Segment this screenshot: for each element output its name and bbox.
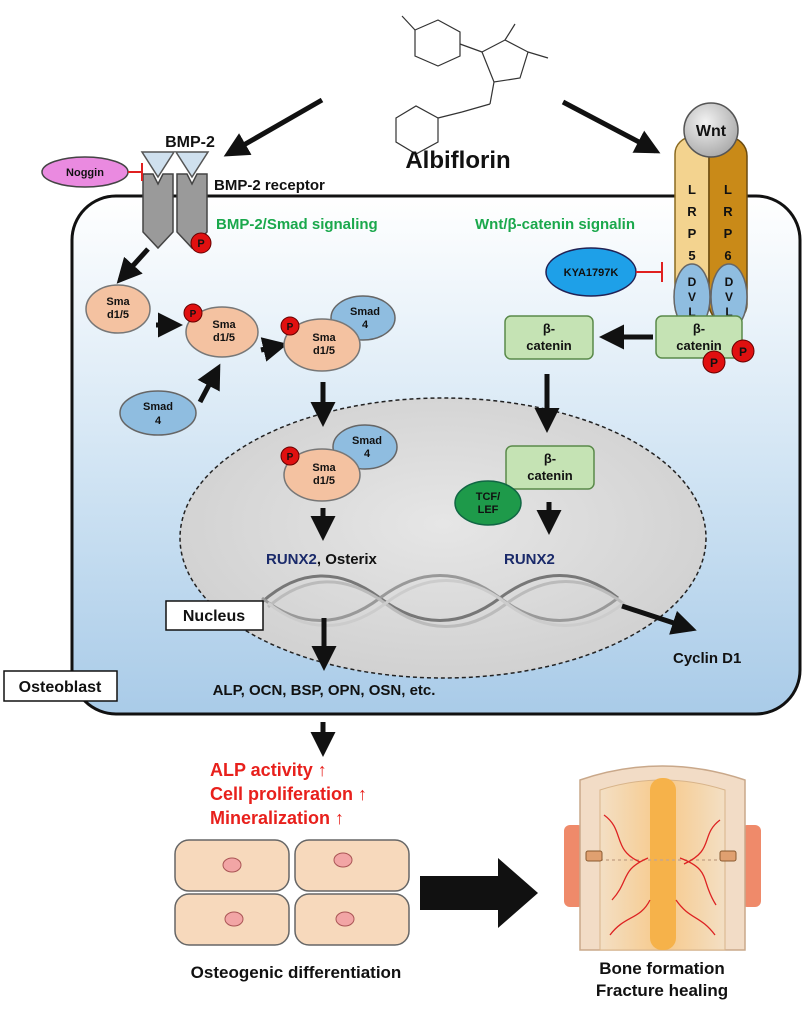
svg-text:Sma: Sma [106,296,130,308]
runx2-right: RUNX2 [504,551,555,568]
svg-text:catenin: catenin [676,338,722,353]
bcatenin-membrane: β- catenin P P [655,315,755,374]
runx2-left: RUNX2, Osterix [266,551,378,568]
dna-to-cyclin-arrow [621,603,697,635]
kya-inhibition [636,262,663,282]
smad4-to-complex-arrow [197,363,221,404]
svg-text:5: 5 [688,248,695,263]
bmp2-receptor-label: BMP-2 receptor [214,177,325,194]
svg-text:V: V [688,290,696,304]
wnt-ligand [683,102,739,158]
tcf-lef: TCF/ LEF [454,480,522,526]
dvl-right: D V L [710,263,748,331]
smad-complex-cytoplasm: Smad 4 Sma d1/5 P [280,295,396,372]
cyclin-d1-label: Cyclin D1 [673,650,741,667]
svg-text:Smad: Smad [350,306,380,318]
svg-text:L: L [688,182,696,197]
smad15-free: Sma d1/5 [85,284,151,334]
svg-text:R: R [687,204,697,219]
svg-text:4: 4 [362,319,369,331]
svg-text:Smad: Smad [352,435,382,447]
bmp2-receptor [142,173,208,250]
svg-text:P: P [287,452,294,463]
bmp2-ligand [140,151,210,179]
svg-text:β-: β- [544,451,556,466]
bmp2-label: BMP-2 [165,134,215,151]
svg-text:d1/5: d1/5 [313,475,335,487]
receptor-phospho [190,232,212,254]
svg-text:P: P [287,322,294,333]
svg-text:Sma: Sma [212,319,236,331]
albiflorin-to-bmp-arrow [223,97,324,157]
svg-text:D: D [725,275,734,289]
svg-text:d1/5: d1/5 [107,309,129,321]
receptor-phospho-label: P [197,238,204,250]
bone-formation-label: Bone formation [599,959,725,978]
svg-text:β-: β- [543,321,555,336]
fracture-healing-label: Fracture healing [596,981,728,1000]
svg-text:L: L [725,305,732,319]
svg-text:P: P [688,226,697,241]
albiflorin-structure [395,15,549,155]
nucleus [179,397,707,679]
effect-alp: ALP activity ↑ [210,760,327,780]
smad4-free: Smad 4 [119,390,197,436]
svg-text:D: D [688,275,697,289]
target-genes-label: ALP, OCN, BSP, OPN, OSN, etc. [213,682,436,699]
effect-mineralization: Mineralization ↑ [210,808,344,828]
noggin-label: Noggin [66,167,104,179]
svg-text:LEF: LEF [478,504,499,516]
svg-text:L: L [688,305,695,319]
osteoblast-label-box [3,670,118,702]
svg-text:catenin: catenin [526,338,572,353]
effects-list: ALP activity ↑ Cell proliferation ↑ Mine… [210,760,367,828]
svg-text:Smad: Smad [143,401,173,413]
svg-text:6: 6 [724,248,731,263]
smad15-phospho: Sma d1/5 P [183,303,259,358]
svg-text:β-: β- [693,321,705,336]
svg-text:TCF/: TCF/ [476,491,500,503]
smad-complex-nucleus: Smad 4 Sma d1/5 P [280,424,398,502]
osteoblast-label: Osteoblast [19,679,102,696]
nucleus-label: Nucleus [183,608,245,625]
svg-text:4: 4 [155,415,162,427]
drug-name: Albiflorin [405,147,510,174]
svg-text:P: P [190,309,197,320]
svg-text:d1/5: d1/5 [213,332,235,344]
bcatenin-nucleus: β- catenin [505,445,595,490]
effect-proliferation: Cell proliferation ↑ [210,784,367,804]
differentiation-to-bone-arrow [420,858,538,928]
svg-text:P: P [739,345,747,359]
albiflorin-to-wnt-arrow [561,99,661,154]
svg-text:P: P [710,356,718,370]
svg-text:P: P [724,226,733,241]
svg-text:Sma: Sma [312,332,336,344]
lrp5-letters: L R P 5 [687,182,697,263]
osteogenic-differentiation-label: Osteogenic differentiation [191,963,402,982]
svg-text:4: 4 [364,448,371,460]
lrp6-letters: L R P 6 [723,182,733,263]
bone-illustration [564,765,761,951]
svg-text:R: R [723,204,733,219]
svg-text:d1/5: d1/5 [313,345,335,357]
svg-text:Sma: Sma [312,462,336,474]
smad-to-complex-arrow [260,337,288,362]
bcatenin-cytoplasm: β- catenin [504,315,594,360]
svg-text:V: V [725,290,733,304]
kya1797k-label: KYA1797K [564,267,619,279]
nucleus-label-box [165,600,264,631]
bmp-pathway-label: BMP-2/Smad signaling [216,216,378,233]
wnt-label: Wnt [696,123,727,140]
svg-text:L: L [724,182,732,197]
receptor-to-smad-arrow [116,247,150,284]
svg-text:catenin: catenin [527,468,573,483]
osteogenic-cells [174,839,410,946]
noggin-inhibition [128,163,143,181]
wnt-pathway-label: Wnt/β-catenin signalin [475,216,635,233]
